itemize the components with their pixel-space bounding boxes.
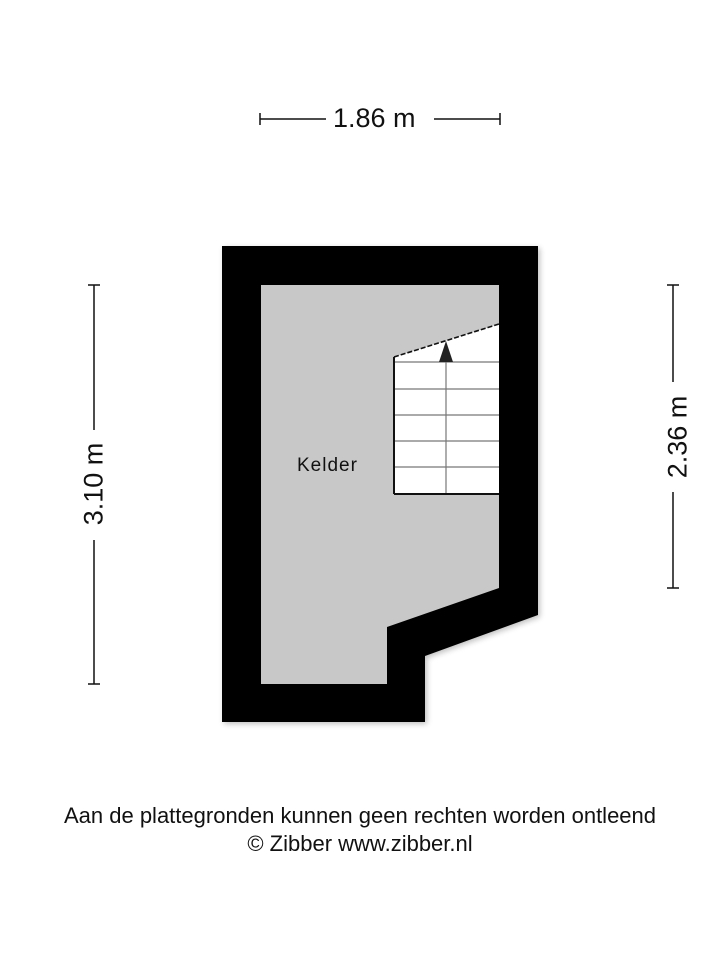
disclaimer-text: Aan de plattegronden kunnen geen rechten…	[63, 803, 657, 828]
dimension-label-left: 3.10 m	[79, 436, 109, 532]
dimension-label-top: 1.86 m	[327, 105, 422, 132]
dimension-top	[259, 113, 501, 125]
staircase-icon	[393, 323, 500, 495]
stair-direction-arrow-icon	[439, 341, 453, 362]
room-label-kelder: Kelder	[297, 455, 358, 476]
dimension-left	[88, 284, 100, 685]
dimension-right	[667, 284, 679, 589]
copyright-text: © Zibber www.zibber.nl	[247, 831, 473, 856]
dimension-label-right: 2.36 m	[663, 389, 693, 485]
